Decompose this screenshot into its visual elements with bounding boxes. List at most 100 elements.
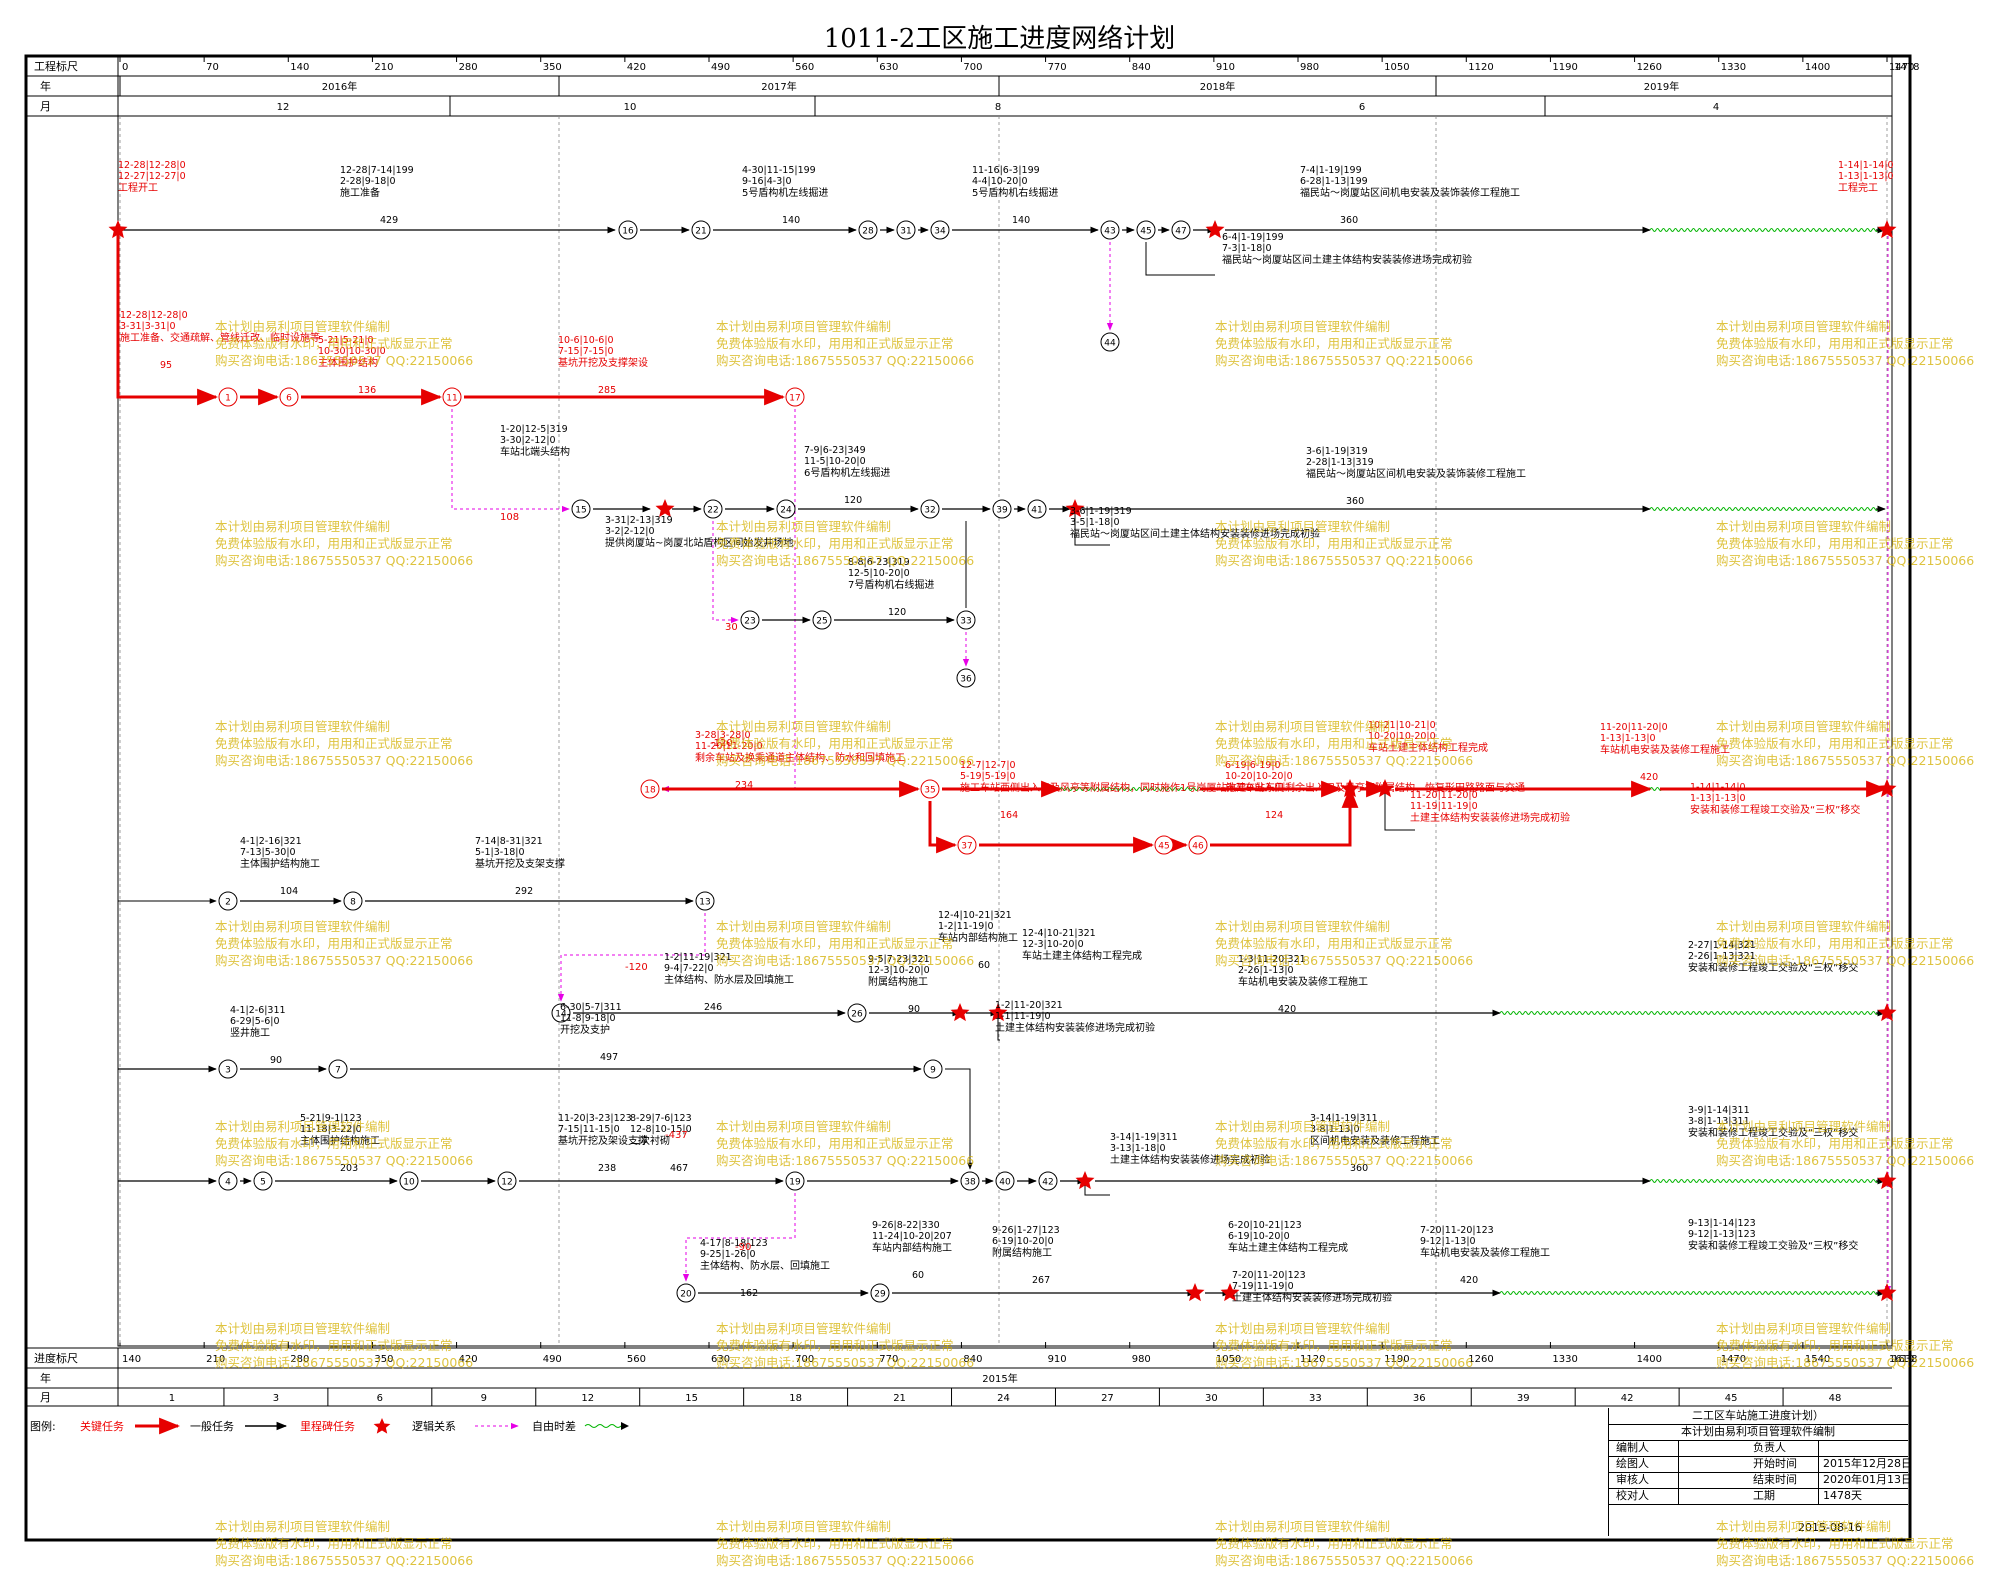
task-dates-bottom: 3-2|2-12|0 xyxy=(605,526,655,537)
task-dates-bottom: 3-8|1-13|0 xyxy=(1310,1124,1360,1135)
node-label: 22 xyxy=(707,506,718,516)
task-name: 7号盾构机右线掘进 xyxy=(848,578,934,591)
task-name: 土建主体结构安装装修进场完成初验 xyxy=(1232,1291,1392,1304)
milestone-star-icon xyxy=(1340,779,1360,798)
task-name: 车站内部结构施工 xyxy=(938,931,1018,944)
task-dates-top: 1-2|11-20|321 xyxy=(995,1000,1063,1011)
bottom-tick-label: 1610 xyxy=(1889,1354,1914,1365)
task-name: 施工准备、交通疏解、管线迁改、临时设施等 xyxy=(120,331,320,344)
bottom-scale-label: 进度标尺 xyxy=(34,1351,78,1365)
top-month: 4 xyxy=(1713,102,1719,113)
task-dates-top: 8-8|6-23|319 xyxy=(848,557,910,568)
task-dates-top: 11-20|3-23|123 xyxy=(558,1113,632,1124)
milestone-star-icon xyxy=(1205,220,1225,239)
title-block-value xyxy=(1678,1472,1753,1488)
node-3 xyxy=(218,1059,238,1079)
node-45 xyxy=(1154,835,1174,855)
bottom-month: 39 xyxy=(1517,1393,1530,1404)
task-dates-top: 3-6|1-19|319 xyxy=(1070,506,1132,517)
node-label: 6 xyxy=(286,394,292,404)
task-name: 车站内部结构施工 xyxy=(872,1241,952,1254)
task-name: 附属结构施工 xyxy=(868,975,928,988)
node-36 xyxy=(956,668,976,688)
node-40 xyxy=(995,1171,1015,1191)
node-label: 40 xyxy=(999,1178,1011,1188)
bottom-month: 30 xyxy=(1205,1393,1218,1404)
free-float-value: 30 xyxy=(725,622,738,633)
bottom-tick-label: 1050 xyxy=(1216,1354,1241,1365)
task-name: 土建主体结构安装装修进场完成初验 xyxy=(995,1021,1155,1034)
node-10 xyxy=(399,1171,419,1191)
node-33 xyxy=(956,610,976,630)
node-label: 12 xyxy=(501,1178,512,1188)
task-dates-bottom: 1-13|1-13|0 xyxy=(1690,793,1746,804)
milestone-star-icon xyxy=(1877,1003,1897,1022)
task-duration: 90 xyxy=(270,1055,282,1066)
task-name: 工程开工 xyxy=(118,182,158,194)
node-32 xyxy=(920,499,940,519)
task-dates-bottom: 6-29|5-6|0 xyxy=(230,1016,280,1027)
task-dates-bottom: 3-5|1-18|0 xyxy=(1070,517,1120,528)
bottom-tick-label: 140 xyxy=(122,1354,141,1365)
task-dates-bottom: 1-2|11-19|0 xyxy=(938,921,994,932)
free-float-value: -90 xyxy=(735,1242,751,1253)
task-name: 提供岗厦站~岗厦北站盾构区间始发井场地 xyxy=(605,536,793,549)
task-dates-top: 3-14|1-19|311 xyxy=(1310,1113,1378,1124)
node-label: 18 xyxy=(644,786,656,796)
bottom-tick-label: 1190 xyxy=(1384,1354,1409,1365)
task-duration: 360 xyxy=(1350,1163,1368,1174)
title-block-subtitle: 本计划由易利项目管理软件编制 xyxy=(1681,1425,1835,1438)
task-dates-bottom: 3-13|1-18|0 xyxy=(1110,1143,1166,1154)
task-dates-bottom: 3-30|2-12|0 xyxy=(500,435,556,446)
top-time-scale xyxy=(26,56,1892,117)
task-dates-bottom: 10-30|10-30|0 xyxy=(318,346,386,357)
bottom-month: 45 xyxy=(1725,1393,1738,1404)
node-24 xyxy=(776,499,796,519)
top-tick-label: 980 xyxy=(1300,62,1319,73)
task-duration: 497 xyxy=(600,1052,618,1063)
node-label: 17 xyxy=(789,394,800,404)
task-dates-top: 4-1|2-16|321 xyxy=(240,836,302,847)
node-18 xyxy=(640,779,660,799)
task-dates-bottom: 12-5|10-20|0 xyxy=(848,568,910,579)
task-dates-top: 7-20|11-20|123 xyxy=(1232,1270,1306,1281)
activity-path xyxy=(1074,509,1110,546)
milestone-star-icon xyxy=(108,220,128,239)
free-float-line xyxy=(1499,1291,1879,1295)
node-label: 38 xyxy=(964,1178,976,1188)
node-39 xyxy=(992,499,1012,519)
task-name: 剩余车站及换乘通道主体结构、防水和回填施工 xyxy=(695,751,905,764)
top-tick-label: 1120 xyxy=(1468,62,1493,73)
task-dates-top: 11-20|11-20|0 xyxy=(1600,722,1668,733)
task-name: 车站机电安装及装修工程施工 xyxy=(1238,975,1368,988)
bottom-tick-label: 420 xyxy=(459,1354,478,1365)
title-block-value-2 xyxy=(1818,1440,1909,1456)
node-label: 5 xyxy=(260,1178,266,1188)
task-duration: 203 xyxy=(340,1163,358,1174)
title-block-project: 二工区车站施工进度计划） xyxy=(1692,1409,1824,1422)
task-dates-bottom: 2-26|1-13|0 xyxy=(1238,965,1294,976)
free-float-value: 108 xyxy=(500,512,519,523)
node-label: 45 xyxy=(1140,227,1151,237)
node-9 xyxy=(923,1059,943,1079)
node-label: 41 xyxy=(1031,506,1042,516)
bottom-month: 1 xyxy=(169,1393,175,1404)
bottom-month: 36 xyxy=(1413,1393,1426,1404)
title-block-label-2: 工期 xyxy=(1753,1489,1775,1502)
top-month: 8 xyxy=(995,102,1001,113)
task-duration: 140 xyxy=(1012,215,1030,226)
milestone-star-icon xyxy=(1877,1283,1897,1302)
node-12 xyxy=(497,1171,517,1191)
task-name: 福民站～岗厦站区间机电安装及装饰装修工程施工 xyxy=(1300,186,1520,199)
task-name: 车站土建主体结构工程完成 xyxy=(1022,949,1142,962)
task-dates-top: 12-4|10-21|321 xyxy=(1022,928,1096,939)
task-dates-top: 12-7|12-7|0 xyxy=(960,760,1016,771)
node-label: 31 xyxy=(900,227,911,237)
task-dates-top: 2-27|1-14|321 xyxy=(1688,940,1756,951)
task-dates-bottom: 9-12|1-13|0 xyxy=(1420,1236,1476,1247)
top-tick-label: 70 xyxy=(206,62,219,73)
bottom-tick-label: 1260 xyxy=(1468,1354,1493,1365)
top-year: 2016年 xyxy=(322,80,357,93)
